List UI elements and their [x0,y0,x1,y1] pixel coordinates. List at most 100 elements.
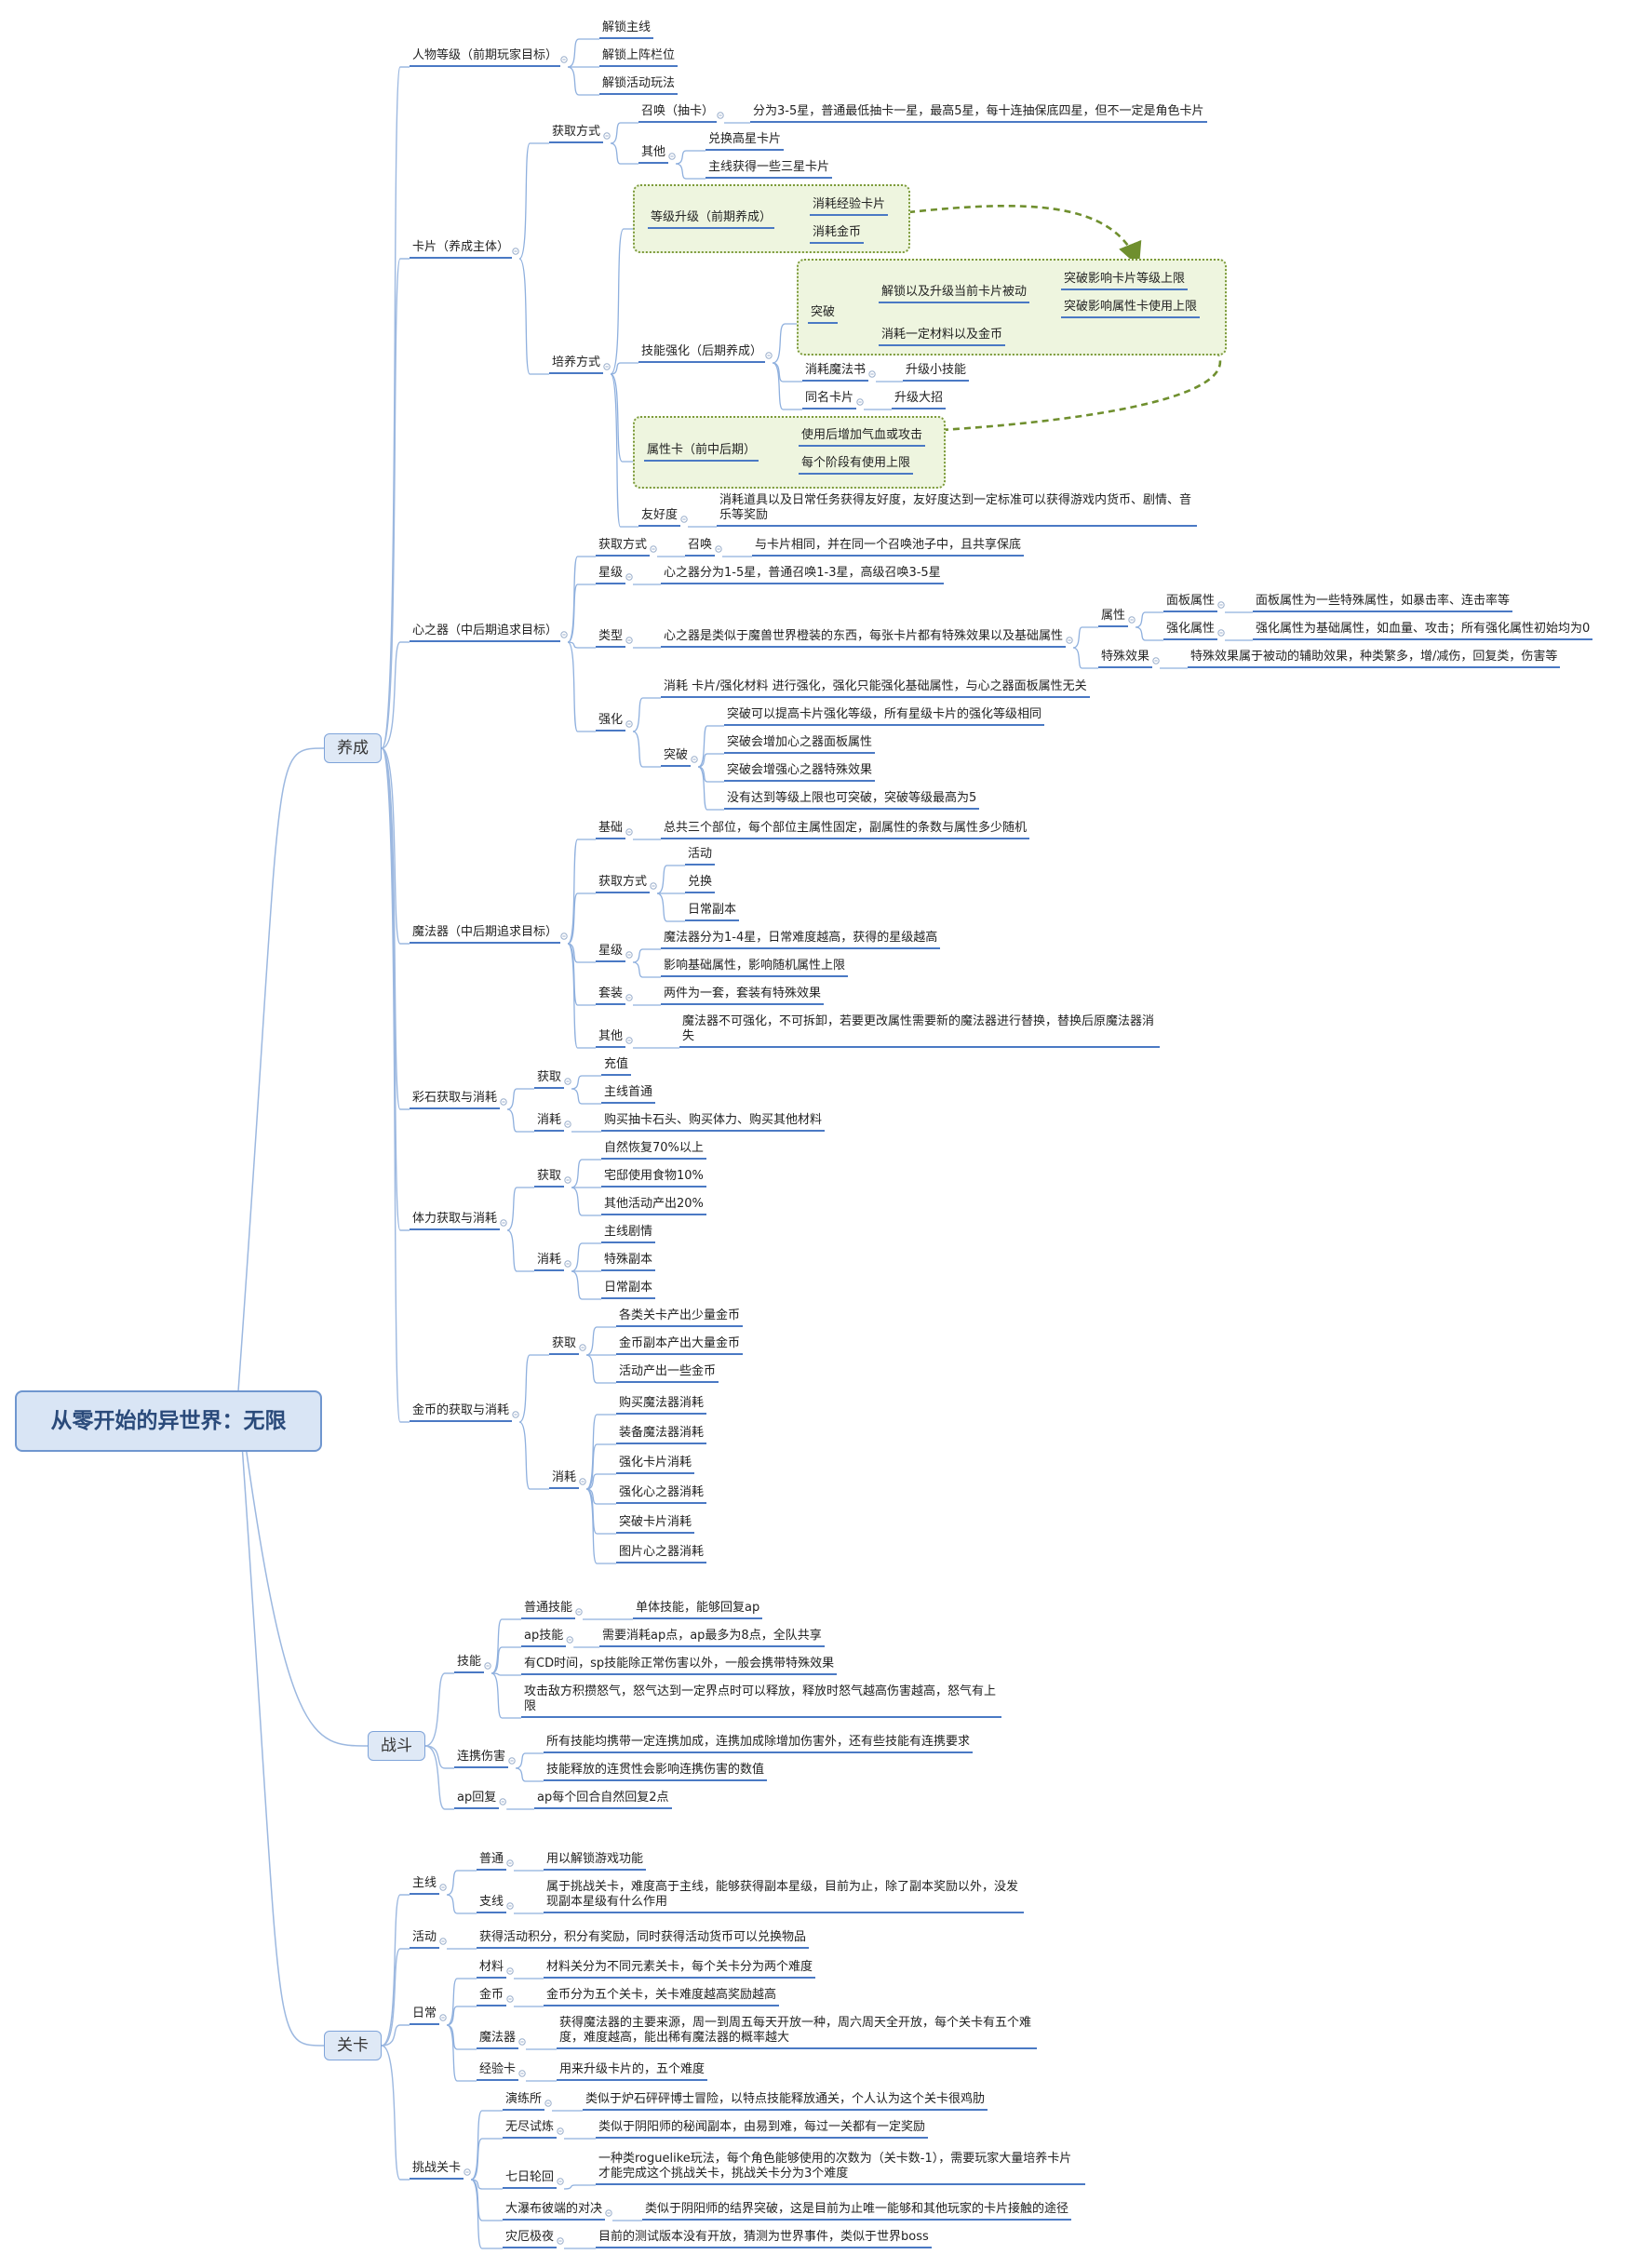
node[interactable]: 突破 [661,748,692,767]
node[interactable]: 各类关卡产出少量金币 [616,1308,744,1327]
node[interactable]: 解锁以及升级当前卡片被动 [879,285,1030,303]
node[interactable]: 强化属性为基础属性，如血量、攻击；所有强化属性初始均为0 [1253,622,1593,640]
node[interactable]: 与卡片相同，并在同一个召唤池子中，且共享保底 [752,538,1025,557]
node[interactable]: 获取方式 [596,875,651,893]
root-topic[interactable]: 从零开始的异世界：无限 [15,1390,322,1452]
node[interactable]: 其他 [596,1029,626,1048]
node[interactable]: 每个阶段有使用上限 [799,456,914,475]
node[interactable]: 所有技能均携带一定连携加成，连携加成除增加伤害外，还有些技能有连携要求 [544,1735,974,1753]
node[interactable]: 消耗魔法书 [802,363,869,382]
node[interactable]: ap技能 [521,1629,567,1647]
node[interactable]: 金币的获取与消耗 [410,1403,513,1422]
node[interactable]: 无尽试炼 [503,2120,558,2139]
node[interactable]: 分为3-5星，普通最低抽卡一星，最高5星，每十连抽保底四星，但不一定是角色卡片 [750,104,1207,123]
node[interactable]: 类似于阴阳师的结界突破，这是目前为止唯一能够和其他玩家的卡片接触的途径 [642,2202,1072,2221]
node[interactable]: 日常副本 [685,903,740,921]
node[interactable]: 魔法器分为1-4星，日常难度越高，获得的星级越高 [661,931,941,949]
branch-zhandou[interactable]: 战斗 [368,1731,425,1761]
node[interactable]: 用以解锁游戏功能 [544,1852,647,1871]
node[interactable]: 强化 [596,713,626,731]
node[interactable]: 消耗一定材料以及金币 [879,328,1006,346]
node[interactable]: 活动 [685,847,716,866]
node[interactable]: 强化属性 [1163,622,1218,640]
node[interactable]: 突破可以提高卡片强化等级，所有星级卡片的强化等级相同 [724,707,1045,726]
node[interactable]: 获得魔法器的主要来源，周一到周五每天开放一种，周六周天全开放，每个关卡有五个难度… [557,2016,1037,2049]
node[interactable]: 图片心之器消耗 [616,1545,707,1563]
node[interactable]: 强化卡片消耗 [616,1456,695,1474]
node[interactable]: 一种类roguelike玩法，每个角色能够使用的次数为（关卡数-1），需要玩家大… [596,2152,1085,2185]
node[interactable]: 兑换 [685,875,716,893]
node[interactable]: 攻击敌方积攒怒气，怒气达到一定界点时可以释放，释放时怒气越高伤害越高，怒气有上限 [521,1684,1001,1718]
node[interactable]: 装备魔法器消耗 [616,1426,707,1444]
node[interactable]: 等级升级（前期养成） [648,210,775,229]
node[interactable]: 有CD时间，sp技能除正常伤害以外，一般会携带特殊效果 [521,1657,838,1675]
node[interactable]: 消耗 [534,1253,565,1271]
node[interactable]: 解锁主线 [599,20,654,39]
node[interactable]: 兑换高星卡片 [705,132,785,151]
node[interactable]: 两件为一套，套装有特殊效果 [661,986,825,1005]
node[interactable]: 心之器（中后期追求目标） [410,624,561,642]
node[interactable]: 人物等级（前期玩家目标） [410,48,561,67]
node[interactable]: 主线 [410,1876,440,1895]
node[interactable]: 突破影响卡片等级上限 [1061,272,1189,290]
node[interactable]: 强化心之器消耗 [616,1485,707,1504]
node[interactable]: 日常 [410,2006,440,2025]
node[interactable]: 使用后增加气血或攻击 [799,428,926,447]
node[interactable]: 培养方式 [549,356,604,374]
node[interactable]: 卡片（养成主体） [410,240,513,259]
node[interactable]: 需要消耗ap点，ap最多为8点，全队共享 [599,1629,825,1647]
node[interactable]: 连携伤害 [454,1750,509,1768]
node[interactable]: 材料 [477,1960,507,1979]
node[interactable]: 金币 [477,1988,507,2006]
node[interactable]: 突破会增加心之器面板属性 [724,735,876,754]
node[interactable]: 活动 [410,1930,440,1949]
node[interactable]: 主线获得一些三星卡片 [705,160,833,179]
node[interactable]: 魔法器 [477,2031,519,2049]
node[interactable]: 套装 [596,986,626,1005]
node[interactable]: 召唤 [685,538,716,557]
node[interactable]: 升级小技能 [903,363,970,382]
node[interactable]: 突破会增强心之器特殊效果 [724,763,876,782]
node[interactable]: 彩石获取与消耗 [410,1091,501,1109]
node[interactable]: 属于挑战关卡，难度高于主线，能够获得副本星级，目前为止，除了副本奖励以外，没发现… [544,1880,1024,1913]
node[interactable]: 购买抽卡石头、购买体力、购买其他材料 [601,1113,826,1132]
node[interactable]: 消耗经验卡片 [810,197,889,216]
node[interactable]: 主线首通 [601,1085,656,1104]
node[interactable]: 心之器分为1-5星，普通召唤1-3星，高级召唤3-5星 [661,566,944,584]
node[interactable]: 同名卡片 [802,391,857,409]
node[interactable]: 普通 [477,1852,507,1871]
node[interactable]: 消耗 [534,1113,565,1132]
node[interactable]: 属性卡（前中后期） [644,443,759,462]
node[interactable]: 心之器是类似于魔兽世界橙装的东西，每张卡片都有特殊效果以及基础属性 [661,629,1067,648]
node[interactable]: 特殊效果属于被动的辅助效果，种类繁多，增/减伤，回复类，伤害等 [1188,650,1561,668]
node[interactable]: ap每个回合自然回复2点 [534,1791,672,1809]
node[interactable]: 金币分为五个关卡，关卡难度越高奖励越高 [544,1988,780,2006]
node[interactable]: 类似于炉石砰砰博士冒险，以特点技能释放通关，个人认为这个关卡很鸡肋 [583,2092,988,2111]
node[interactable]: 友好度 [638,508,681,527]
node[interactable]: ap回复 [454,1791,500,1809]
node[interactable]: 购买魔法器消耗 [616,1396,707,1415]
node[interactable]: 材料关分为不同元素关卡，每个关卡分为两个难度 [544,1960,816,1979]
node[interactable]: 面板属性为一些特殊属性，如暴击率、连击率等 [1253,594,1513,612]
node[interactable]: 大瀑布彼端的对决 [503,2202,606,2221]
node[interactable]: 普通技能 [521,1601,576,1619]
node[interactable]: 影响基础属性，影响随机属性上限 [661,959,849,977]
node[interactable]: 日常副本 [601,1281,656,1299]
node[interactable]: 经验卡 [477,2062,519,2081]
node[interactable]: 召唤（抽卡） [638,104,718,123]
node[interactable]: 星级 [596,944,626,962]
node[interactable]: 技能 [454,1655,485,1673]
node[interactable]: 解锁上阵栏位 [599,48,679,67]
node[interactable]: 获取 [534,1169,565,1188]
node[interactable]: 星级 [596,566,626,584]
node[interactable]: 获取方式 [596,538,651,557]
node[interactable]: 活动产出一些金币 [616,1364,719,1383]
branch-yangcheng[interactable]: 养成 [324,733,382,763]
node[interactable]: 七日轮回 [503,2170,558,2189]
node[interactable]: 消耗道具以及日常任务获得友好度，友好度达到一定标准可以获得游戏内货币、剧情、音乐… [717,493,1197,527]
node[interactable]: 单体技能，能够回复ap [633,1601,763,1619]
node[interactable]: 面板属性 [1163,594,1218,612]
node[interactable]: 其他活动产出20% [601,1197,706,1215]
node[interactable]: 用来升级卡片的，五个难度 [557,2062,708,2081]
node[interactable]: 其他 [638,145,669,164]
